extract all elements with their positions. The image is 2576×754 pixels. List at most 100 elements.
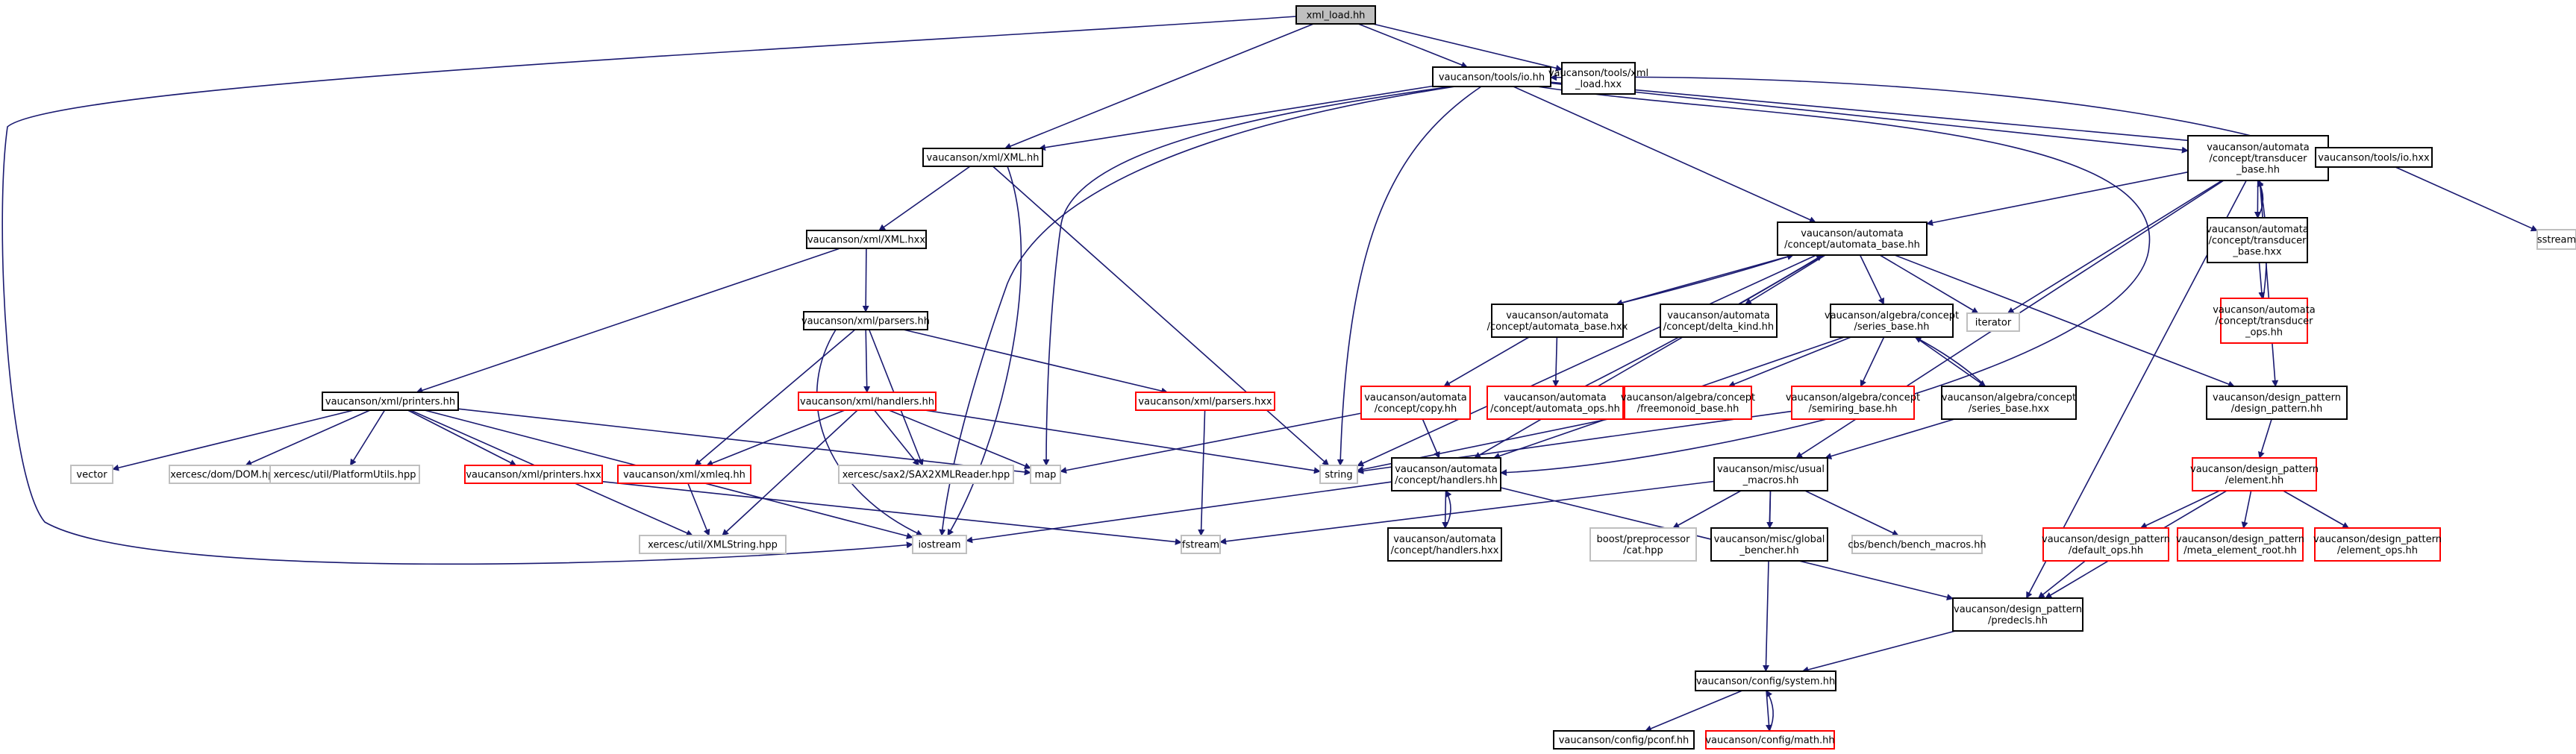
edge-n09-n25 [1894, 254, 2235, 388]
node-vaucanson-design-pattern-meta-element-root-hh[interactable]: vaucanson/design_pattern/meta_element_ro… [2176, 527, 2304, 562]
edge-n30-n37 [687, 483, 710, 536]
node-vaucanson-automata-concept-copy-hh[interactable]: vaucanson/automata/concept/copy.hh [1360, 386, 1471, 420]
edge-n17-n28 [349, 409, 386, 466]
edge-n05-n25 [2259, 180, 2279, 387]
node-vaucanson-automata-concept-transducer-base-hxx[interactable]: vaucanson/automata/concept/transducer_ba… [2206, 217, 2309, 263]
node-box [1391, 457, 1501, 491]
edge-n47-n48 [1801, 630, 1956, 673]
node-box [2206, 386, 2348, 420]
edge-n14-n09 [1616, 254, 1794, 305]
node-vaucanson-algebra-concept-semiring-base-hh[interactable]: vaucanson/algebra/concept/semiring_base.… [1786, 386, 1920, 420]
node-label-line: vaucanson/automata [2213, 305, 2316, 316]
node-vaucanson-xml-xmleq-hh[interactable]: vaucanson/xml/xmleq.hh [617, 465, 751, 484]
node-label-line: /design_pattern.hh [2231, 403, 2322, 415]
node-vaucanson-misc-usual-macros-hh[interactable]: vaucanson/misc/usual_macros.hh [1713, 457, 1828, 491]
edge-n17-n29 [407, 409, 517, 466]
node-vaucanson-automata-concept-handlers-hh[interactable]: vaucanson/automata/concept/handlers.hh [1391, 457, 1501, 491]
node-label-line: vaucanson/design_pattern [1954, 604, 2082, 615]
node-label-line: vaucanson/xml/handlers.hh [800, 397, 934, 408]
node-vaucanson-automata-concept-automata-base-hxx[interactable]: vaucanson/automata/concept/automata_base… [1487, 304, 1628, 338]
node-vaucanson-xml-parsers-hxx[interactable]: vaucanson/xml/parsers.hxx [1135, 392, 1275, 411]
node-vaucanson-automata-concept-automata-base-hh[interactable]: vaucanson/automata/concept/automata_base… [1777, 222, 1928, 256]
node-vaucanson-xml-xml-hxx[interactable]: vaucanson/xml/XML.hxx [806, 230, 927, 249]
node-box [169, 465, 282, 484]
node-vaucanson-tools-io-hh[interactable]: vaucanson/tools/io.hh [1432, 66, 1551, 87]
node-xml-load-hh[interactable]: xml_load.hh [1295, 5, 1376, 25]
node-box [2207, 217, 2308, 263]
node-vaucanson-automata-concept-transducer-ops-hh[interactable]: vaucanson/automata/concept/transducer_op… [2213, 298, 2316, 344]
edge-n02-n09 [1513, 86, 1816, 223]
node-vaucanson-xml-printers-hxx[interactable]: vaucanson/xml/printers.hxx [464, 465, 603, 484]
node-box [1432, 66, 1551, 87]
node-box [798, 392, 937, 411]
node-label-line: vaucanson/tools/io.hh [1439, 72, 1545, 84]
node-label-line: vaucanson/algebra/concept [1786, 392, 1920, 403]
node-cbs-bench-bench-macros-hh: cbs/bench/bench_macros.hh [1848, 535, 1986, 554]
edge-n14-n21 [1552, 336, 1560, 387]
node-vaucanson-design-pattern-element-hh[interactable]: vaucanson/design_pattern/element.hh [2190, 457, 2319, 491]
node-vaucanson-automata-concept-automata-ops-hh[interactable]: vaucanson/automata/concept/automata_ops.… [1486, 386, 1624, 420]
node-vaucanson-design-pattern-predecls-hh[interactable]: vaucanson/design_pattern/predecls.hh [1952, 597, 2083, 632]
node-vaucanson-xml-printers-hh[interactable]: vaucanson/xml/printers.hh [322, 392, 459, 411]
node-boost-preprocessor-cat-hpp: boost/preprocessor/cat.hpp [1589, 527, 1697, 562]
edge-n05-n09 [1926, 171, 2189, 226]
edge-n34-n38 [966, 481, 1392, 544]
node-label-line: vaucanson/design_pattern [2213, 392, 2341, 403]
edge-n10-n13 [2258, 262, 2266, 299]
node-label-line: vaucanson/algebra/concept [1942, 392, 2076, 403]
node-vaucanson-xml-parsers-hh[interactable]: vaucanson/xml/parsers.hh [801, 311, 930, 330]
node-vaucanson-algebra-concept-freemonoid-base-hh[interactable]: vaucanson/algebra/concept/freemonoid_bas… [1621, 386, 1755, 420]
node-box [1491, 304, 1624, 338]
edge-n08-n17 [416, 248, 840, 394]
edge-n11-n18 [863, 329, 871, 393]
node-vaucanson-config-system-hh[interactable]: vaucanson/config/system.hh [1695, 670, 1836, 691]
node-label-line: _base.hxx [2232, 247, 2282, 258]
edge-n09-n16 [1859, 254, 1885, 305]
node-label-line: xercesc/dom/DOM.hpp [170, 470, 280, 481]
node-vaucanson-design-pattern-design-pattern-hh[interactable]: vaucanson/design_pattern/design_pattern.… [2206, 386, 2348, 420]
node-label-line: vaucanson/design_pattern [2190, 464, 2319, 475]
node-vaucanson-automata-concept-delta-kind-hh[interactable]: vaucanson/automata/concept/delta_kind.hh [1660, 304, 1778, 338]
node-box [2536, 229, 2576, 250]
node-label-line: vaucanson/xml/parsers.hh [801, 316, 930, 327]
node-vaucanson-tools-xml-load-hxx[interactable]: vaucanson/tools/xml_load.hxx [1548, 62, 1648, 95]
node-label-line: xercesc/util/XMLString.hpp [648, 540, 778, 551]
node-xercesc-util-xmlstring-hpp: xercesc/util/XMLString.hpp [639, 535, 787, 554]
edge-n01-n03 [1372, 23, 1563, 72]
node-vaucanson-design-pattern-default-ops-hh[interactable]: vaucanson/design_pattern/default_ops.hh [2042, 527, 2170, 562]
edge-n35-n43 [1804, 490, 1899, 536]
node-label-line: /concept/automata_base.hxx [1487, 321, 1628, 333]
node-vaucanson-config-pconf-hh[interactable]: vaucanson/config/pconf.hh [1553, 730, 1695, 750]
edge-n18-n33 [925, 409, 1321, 474]
node-vaucanson-automata-concept-handlers-hxx[interactable]: vaucanson/automata/concept/handlers.hxx [1387, 527, 1502, 562]
edge-n25-n36 [2258, 418, 2272, 459]
node-vaucanson-misc-global-bencher-hh[interactable]: vaucanson/misc/global_bencher.hh [1710, 527, 1828, 562]
node-vaucanson-config-math-hh[interactable]: vaucanson/config/math.hh [1705, 730, 1835, 750]
node-label-line: xml_load.hh [1307, 10, 1366, 22]
edge-n06-n07 [2395, 166, 2538, 232]
node-vaucanson-automata-concept-transducer-base-hh[interactable]: vaucanson/automata/concept/transducer_ba… [2187, 135, 2329, 181]
node-vaucanson-design-pattern-element-ops-hh[interactable]: vaucanson/design_pattern/element_ops.hh [2313, 527, 2442, 562]
node-box [1360, 386, 1471, 420]
node-sstream: sstream [2536, 229, 2576, 250]
node-label-line: /concept/transducer [2209, 236, 2307, 247]
node-vaucanson-xml-xml-hh[interactable]: vaucanson/xml/XML.hh [922, 148, 1043, 167]
node-box [2220, 298, 2308, 344]
node-box [1830, 304, 1954, 338]
node-label-line: vaucanson/xml/xmleq.hh [623, 470, 745, 481]
node-label-line: _load.hxx [1575, 79, 1622, 90]
node-label-line: vaucanson/automata [1506, 310, 1609, 321]
node-vaucanson-algebra-concept-series-base-hxx[interactable]: vaucanson/algebra/concept/series_base.hx… [1941, 386, 2077, 420]
node-box [806, 230, 927, 249]
node-box [1851, 535, 1983, 554]
edge-n40-n34 [1444, 490, 1452, 529]
node-box [1705, 730, 1835, 750]
edge-n17-n32 [457, 408, 1031, 476]
node-vaucanson-tools-io-hxx[interactable]: vaucanson/tools/io.hxx [2315, 147, 2433, 168]
edge-n18-n30 [706, 409, 845, 467]
node-vaucanson-xml-handlers-hh[interactable]: vaucanson/xml/handlers.hh [798, 392, 937, 411]
node-vaucanson-algebra-concept-series-base-hh[interactable]: vaucanson/algebra/concept/series_base.hh [1825, 304, 1959, 338]
edge-n35-n39 [1219, 480, 1715, 545]
node-box [1030, 465, 1061, 484]
